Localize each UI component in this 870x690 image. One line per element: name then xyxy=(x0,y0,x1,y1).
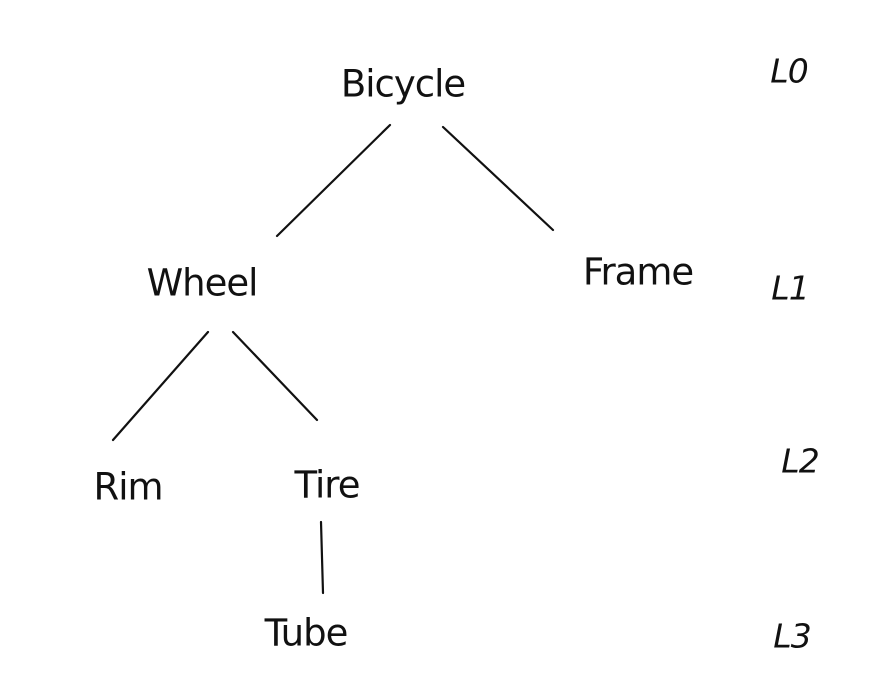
node-tire: Tire xyxy=(294,463,361,507)
node-rim: Rim xyxy=(93,465,163,509)
edge-bicycle-wheel xyxy=(275,123,392,238)
node-frame: Frame xyxy=(582,250,694,294)
level-label-l0: L0 xyxy=(770,51,808,91)
level-label-l3: L3 xyxy=(773,616,811,656)
node-wheel: Wheel xyxy=(146,261,259,305)
node-bicycle: Bicycle xyxy=(340,62,466,106)
edge-bicycle-frame xyxy=(441,125,555,232)
edge-wheel-tire xyxy=(231,330,319,422)
edge-tire-tube xyxy=(319,520,325,595)
edge-wheel-rim xyxy=(111,330,210,442)
level-label-l2: L2 xyxy=(781,441,819,481)
node-tube: Tube xyxy=(264,611,349,655)
level-label-l1: L1 xyxy=(771,268,809,308)
